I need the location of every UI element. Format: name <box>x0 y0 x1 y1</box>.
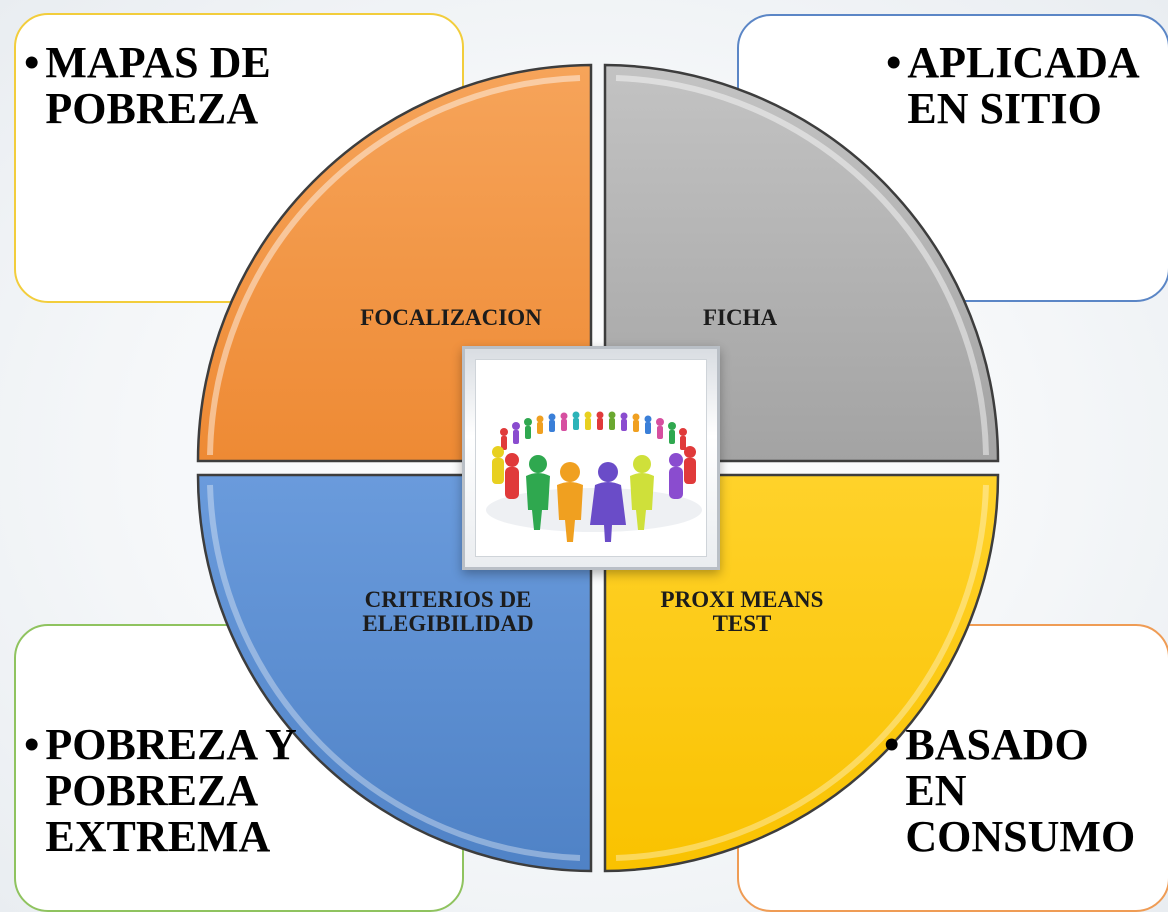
corner-text-top-left: • MAPAS DE POBREZA <box>24 40 271 132</box>
segment-proxi-means <box>603 473 1000 873</box>
corner-text-bottom-left: • POBREZA Y POBREZA EXTREMA <box>24 722 297 860</box>
bullet-dot: • <box>24 38 40 87</box>
people-circle-illustration <box>486 411 702 542</box>
segment-criterios <box>196 473 593 873</box>
corner-label: BASADO EN CONSUMO <box>905 720 1136 861</box>
segment-label-focalizacion: FOCALIZACION <box>360 305 542 330</box>
corner-label: APLICADA EN SITIO <box>907 38 1140 133</box>
people-circle-icon <box>475 359 707 557</box>
segment-label-ficha: FICHA <box>702 305 778 330</box>
bullet-dot: • <box>884 720 900 769</box>
segment-label-proxi-means: PROXI MEANS TEST <box>660 587 824 636</box>
corner-label: POBREZA Y POBREZA EXTREMA <box>45 720 297 861</box>
corner-label: MAPAS DE POBREZA <box>45 38 271 133</box>
corner-text-top-right: • APLICADA EN SITIO <box>886 40 1140 132</box>
center-picture-frame <box>462 346 720 570</box>
bullet-dot: • <box>886 38 902 87</box>
bullet-dot: • <box>24 720 40 769</box>
corner-text-bottom-right: • BASADO EN CONSUMO <box>884 722 1135 860</box>
segment-label-criterios: CRITERIOS DE ELEGIBILIDAD <box>362 587 534 636</box>
